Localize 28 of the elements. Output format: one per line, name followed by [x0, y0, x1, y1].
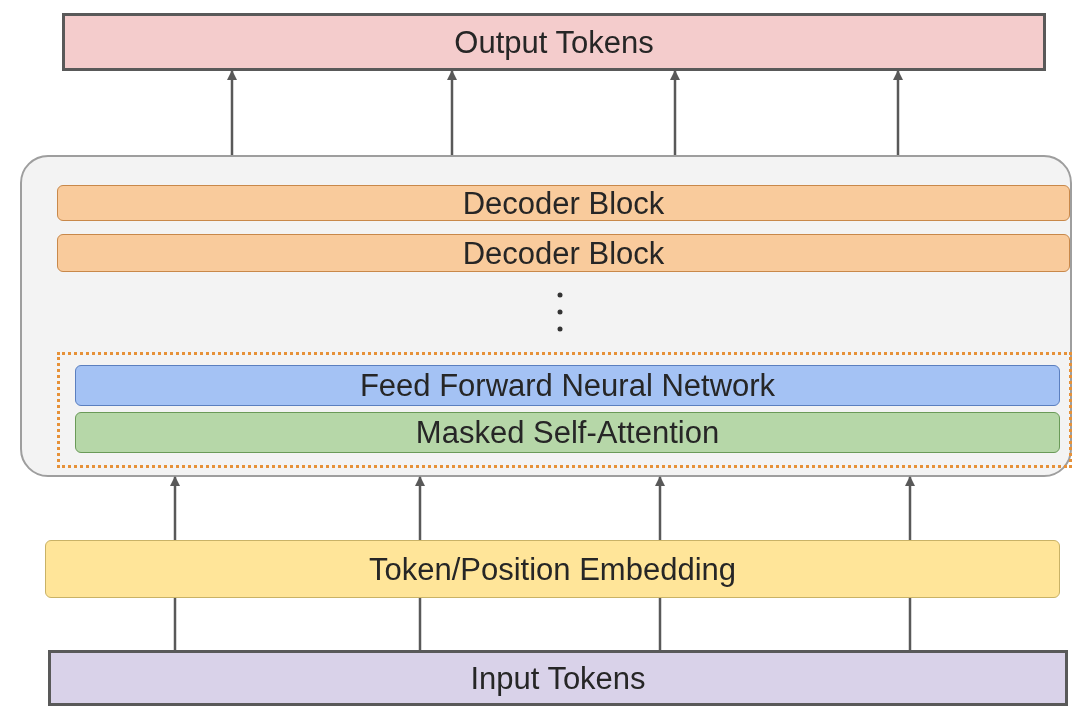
output-box	[62, 13, 1046, 71]
attention-box	[75, 412, 1060, 453]
node-label: Decoder Block	[462, 187, 665, 219]
connector-line	[418, 598, 422, 650]
arrow	[170, 476, 180, 540]
input-box	[48, 650, 1068, 706]
arrow	[655, 476, 665, 540]
node-label: Masked Self-Attention	[415, 417, 720, 448]
node-label: Input Tokens	[470, 662, 646, 694]
node-label: Token/Position Embedding	[368, 553, 737, 585]
arrow	[227, 70, 237, 155]
arrow	[447, 70, 457, 155]
feed-forward-box	[75, 365, 1060, 406]
arrow	[893, 70, 903, 155]
decoder-block	[57, 185, 1070, 221]
node-label: Decoder Block	[462, 237, 665, 269]
embedding-box	[45, 540, 1060, 598]
connector-line	[173, 598, 177, 650]
node-label: Output Tokens	[454, 26, 654, 58]
connector-line	[658, 598, 662, 650]
node-label: Feed Forward Neural Network	[359, 370, 776, 401]
dotted-group-box	[57, 352, 1072, 468]
arrow	[670, 70, 680, 155]
arrow	[415, 476, 425, 540]
decoder-stack-panel	[20, 155, 1072, 477]
arrow	[905, 476, 915, 540]
decoder-block	[57, 234, 1070, 272]
connector-line	[908, 598, 912, 650]
